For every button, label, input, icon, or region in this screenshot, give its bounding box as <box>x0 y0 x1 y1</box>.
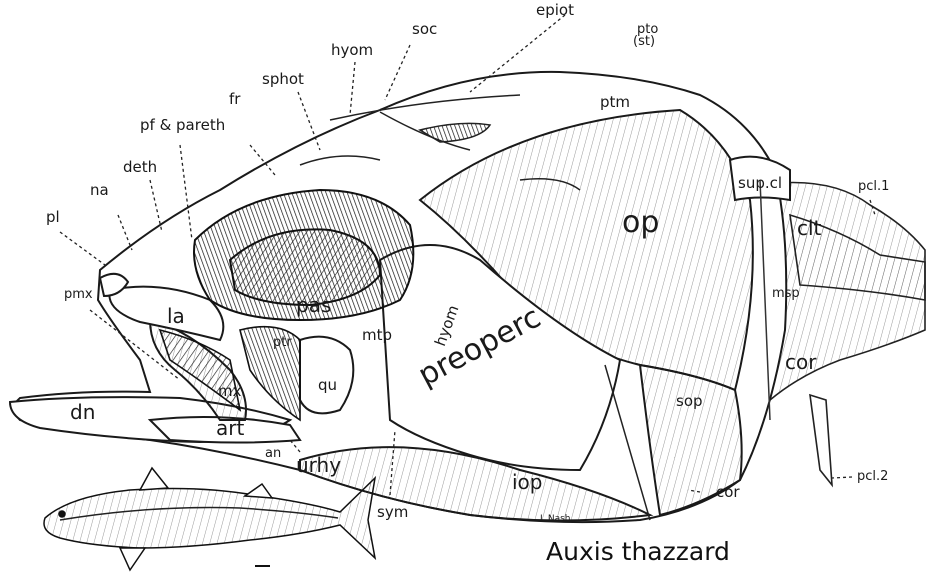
label-dn: dn <box>70 402 95 422</box>
inset-fish <box>44 468 375 570</box>
label-op: op <box>622 208 659 238</box>
label-ptm: ptm <box>600 95 630 110</box>
label-fr: fr <box>229 92 240 107</box>
label-sphot: sphot <box>262 72 304 87</box>
label-la: la <box>167 306 185 326</box>
label-mx: mx <box>218 384 242 399</box>
label-art: art <box>216 418 244 438</box>
label-cor-bottom: cor <box>716 485 740 500</box>
label-pf-pareth: pf & pareth <box>140 118 225 133</box>
label-qu: qu <box>318 378 337 393</box>
label-an: an <box>265 447 281 460</box>
artist-signature: L Nash <box>540 515 571 524</box>
label-epiot: epiot <box>536 3 574 18</box>
label-pas: pas <box>296 295 331 315</box>
figure-caption: Auxis thazzard <box>546 537 730 566</box>
label-sop: sop <box>676 394 703 409</box>
label-soc: soc <box>412 22 437 37</box>
label-pto-st: (st) <box>633 35 655 48</box>
label-urhy: urhy <box>296 455 341 475</box>
label-pcl2: pcl.2 <box>857 470 888 483</box>
label-cor-right: cor <box>785 352 816 372</box>
label-iop: iop <box>512 472 543 492</box>
label-clt: clt <box>797 218 821 238</box>
label-hyom-top: hyom <box>331 43 373 58</box>
label-mtp: mtp <box>362 328 392 343</box>
label-sym: sym <box>377 505 408 520</box>
label-na: na <box>90 183 109 198</box>
label-deth: deth <box>123 160 157 175</box>
label-ptr: ptr <box>273 336 292 349</box>
label-pmx: pmx <box>64 288 93 301</box>
label-msp: msp <box>772 287 800 300</box>
label-pl: pl <box>46 210 60 225</box>
label-sup-cl: sup.cl <box>738 176 782 191</box>
label-pcl1: pcl.1 <box>858 180 889 193</box>
